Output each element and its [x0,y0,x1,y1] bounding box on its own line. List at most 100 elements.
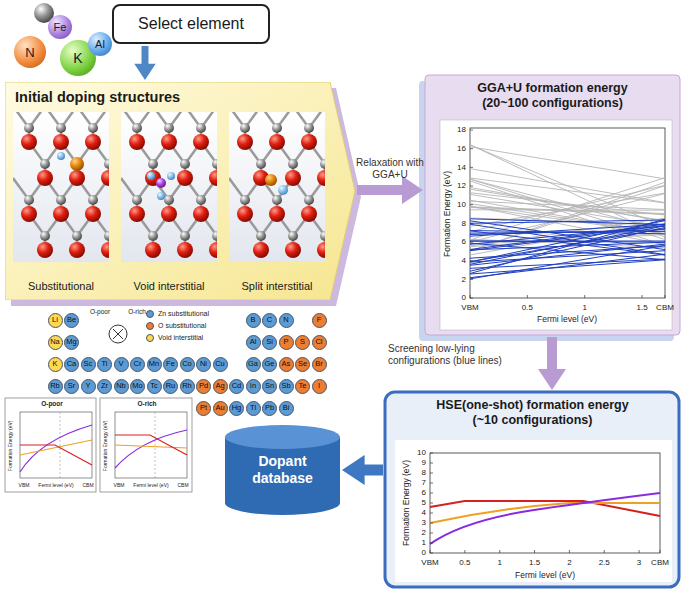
axis-label: 2 [567,558,571,567]
axis-label: 6 [462,237,466,246]
zn-atom [72,231,82,241]
zn-atom [196,195,206,205]
zn-atom [148,159,158,169]
tick-mark [660,550,661,553]
axis-label: CBM [651,558,669,567]
chart-line [470,231,665,234]
node-text: Al [95,38,105,50]
element-cell: C [262,313,277,328]
axis-title: Formation Energy (eV) [103,421,109,472]
element-cell: S [295,335,310,350]
tick-mark [464,550,465,553]
element-cell: B [246,313,261,328]
chart-line [470,178,665,240]
o-atom [85,134,101,150]
tick-mark [430,483,433,484]
plot-frame [20,412,92,478]
chart-line [470,208,665,215]
o-atom [269,206,285,222]
o-atom [285,242,301,258]
chart-lines [430,130,665,553]
axis-label: O-poor [41,400,63,407]
chart-line [470,186,665,251]
element-cell: Co [180,357,195,372]
axis-title: Formation Energy (eV) [8,421,14,472]
axis-label: 3 [422,518,426,527]
element-cell: Ru [163,379,178,394]
zn-atom [104,231,109,241]
axis-label: VBM [114,483,125,489]
arrow-head [342,455,365,485]
zn-atom [256,231,266,241]
element-cell: Al [246,335,261,350]
element-cell: Te [295,379,310,394]
node-text: Split interstitial [229,280,325,292]
o-atom [161,206,177,222]
axis-label: O-poor [90,308,110,315]
element-cell: Ti [97,357,112,372]
chart-line [470,145,665,227]
axis-label: VBM [461,303,478,312]
zn-atom [196,123,206,133]
tick-mark [470,295,471,298]
axis-label: 1.5 [529,558,540,567]
structure-panel: Split interstitial [229,112,325,294]
axis-label: CBM [82,483,93,489]
flow-arrow [134,46,155,80]
axis-label: Fermi level (eV) [133,483,168,489]
zn-atom [240,195,250,205]
zn-atom [24,195,34,205]
axis-label: 16 [457,144,466,153]
o-atom [53,206,69,222]
tick-mark [430,493,433,494]
tick-mark [527,295,528,298]
o-atom [209,170,217,186]
tick-mark [430,553,433,554]
tick-mark [470,204,473,205]
o-atom [69,242,85,258]
axis-label: 2 [422,528,426,537]
zn-atom [40,231,50,241]
o-atom [101,242,109,258]
zn-atom [272,123,282,133]
axis-label: 12 [457,181,466,190]
tick-mark [470,167,473,168]
axis-label: 14 [457,163,466,172]
axis-label: 0 [422,548,426,557]
node-text: Substitutional [13,280,109,292]
element-cell: Mg [64,335,79,350]
element-cell: Rb [48,379,63,394]
axis-label: 0.5 [459,558,470,567]
flow-arrow [342,455,383,485]
zn-atom [212,159,217,169]
crystal-illustration [121,112,217,262]
curve [20,425,92,472]
axis-label: 9 [422,458,426,467]
element-cell: Se [295,357,310,372]
dopant-atom [70,157,84,171]
o-atom [285,170,301,186]
element-cell: Hg [229,401,244,416]
curve [20,440,92,455]
element-cell: Zr [97,379,112,394]
tick-mark [430,453,433,454]
axis-label: 18 [457,125,466,134]
axis-label: 4 [422,508,426,517]
panel-ground [385,392,679,587]
crystal-illustration [13,112,109,262]
zn-atom [132,195,142,205]
inset-frame [100,398,192,492]
plot-frame [115,412,187,478]
axis-label: 4 [462,256,466,265]
axis-label: 10 [417,448,426,457]
node-text: GGA+U formation energy (20~100 configura… [463,81,643,111]
element-cell: Na [48,335,63,350]
axis-label: CBM [177,483,188,489]
o-atom [37,242,53,258]
tick-mark [430,473,433,474]
o-atom [193,206,209,222]
tick-mark [430,463,433,464]
tick-mark [470,186,473,187]
o-atom [129,206,145,222]
